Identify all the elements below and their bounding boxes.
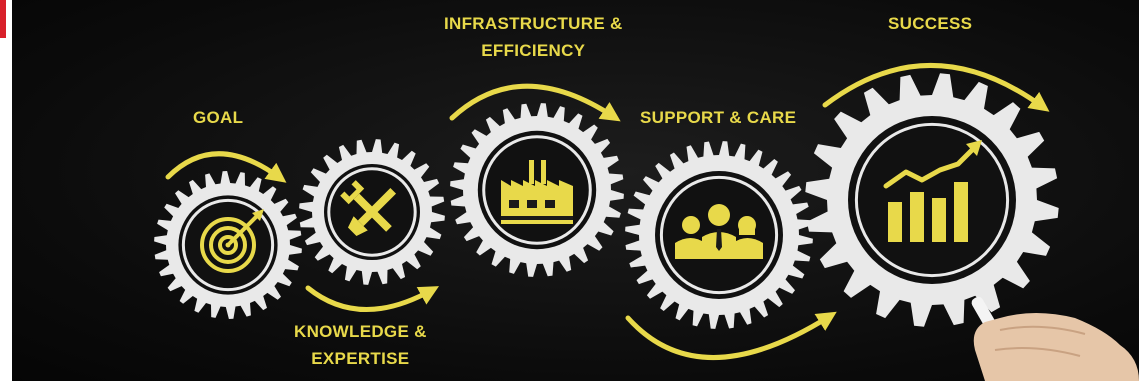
red-edge-mark — [0, 0, 6, 38]
arrow-infrastructure — [449, 83, 621, 122]
label-success: SUCCESS — [888, 10, 972, 37]
arrow-goal — [165, 151, 287, 183]
left-edge-strip — [0, 0, 12, 381]
label-goal-line1: GOAL — [193, 108, 244, 127]
hand-with-chalk — [971, 296, 1139, 381]
label-infrastructure-efficiency: INFRASTRUCTURE & EFFICIENCY — [444, 10, 623, 64]
label-success-line1: SUCCESS — [888, 14, 973, 33]
arrow-support — [625, 311, 837, 360]
label-knowledge-expertise: KNOWLEDGE & EXPERTISE — [294, 318, 427, 372]
gear-inner-ring — [181, 198, 275, 292]
gear-inner-ring — [482, 135, 592, 245]
arrow-knowledge — [305, 285, 439, 312]
label-support-care: SUPPORT & CARE — [640, 104, 796, 131]
label-support-line1: SUPPORT & CARE — [640, 108, 797, 127]
label-knowledge-line1: KNOWLEDGE & — [294, 322, 427, 341]
team-icon — [675, 204, 763, 259]
label-infrastructure-line2: EFFICIENCY — [481, 41, 586, 60]
gear-inner-ring — [854, 122, 1010, 278]
arrow-success — [822, 63, 1050, 112]
gear-inner-ring — [659, 175, 779, 295]
tools-icon — [340, 180, 397, 237]
growth-chart-icon — [883, 140, 982, 242]
gear-inner-ring — [327, 167, 417, 257]
target-icon — [200, 209, 264, 273]
factory-icon — [501, 160, 573, 224]
label-knowledge-line2: EXPERTISE — [311, 349, 410, 368]
label-infrastructure-line1: INFRASTRUCTURE & — [444, 14, 623, 33]
label-goal: GOAL — [193, 104, 243, 131]
